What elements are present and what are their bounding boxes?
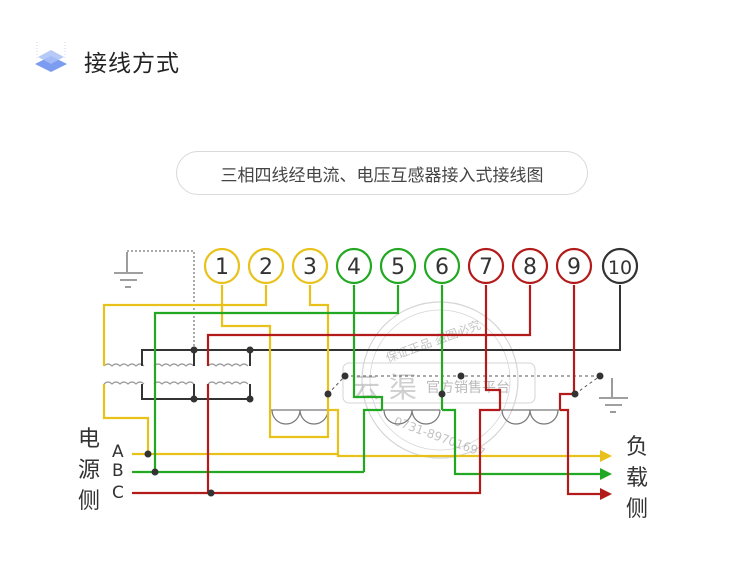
- source-char-3: 侧: [78, 489, 101, 514]
- terminal-label-4: 4: [347, 255, 361, 280]
- terminal-7: [467, 247, 505, 285]
- arrow-c: [600, 488, 612, 500]
- terminal-label-1: 1: [215, 255, 229, 280]
- source-char-1: 电: [78, 427, 101, 452]
- phase-label-c: C: [112, 483, 124, 503]
- phase-a-wires: [102, 285, 600, 458]
- terminal-8: [511, 247, 549, 285]
- terminal-5: [379, 247, 417, 285]
- terminal-label-3: 3: [303, 255, 317, 280]
- terminal-label-10: 10: [608, 257, 632, 279]
- phase-label-a: A: [112, 442, 124, 462]
- load-char-3: 侧: [626, 497, 649, 522]
- terminal-4: [335, 247, 373, 285]
- load-char-2: 载: [626, 466, 649, 491]
- watermark: [342, 301, 536, 459]
- load-side-label: 负 载 侧: [626, 432, 648, 525]
- phase-b-wires: [132, 285, 600, 476]
- terminal-label-6: 6: [435, 255, 449, 280]
- terminal-10: [601, 247, 639, 285]
- terminal-9: [555, 247, 593, 285]
- terminal-6: [423, 247, 461, 285]
- ct-coils: [270, 409, 560, 425]
- watermark-ring-top: 保证正品 盗图必究: [384, 317, 483, 365]
- layers-icon: [35, 42, 67, 72]
- terminal-label-8: 8: [523, 255, 537, 280]
- pt-coils: [103, 363, 249, 385]
- terminal-label-9: 9: [567, 255, 581, 280]
- arrow-a: [600, 450, 612, 462]
- terminal-1: [203, 247, 241, 285]
- source-side-label: 电 源 侧: [78, 424, 100, 517]
- terminal-label-7: 7: [479, 255, 493, 280]
- junction-dots: [144, 346, 604, 497]
- phase-label-b: B: [112, 461, 124, 481]
- terminal-2: [247, 247, 285, 285]
- watermark-text: 官方销售平台: [426, 380, 510, 396]
- ground-icon-left: [114, 252, 143, 288]
- terminal-label-5: 5: [391, 255, 405, 280]
- load-char-1: 负: [626, 435, 649, 460]
- ground-icon-right: [599, 378, 628, 413]
- phase-c-wires: [132, 285, 600, 496]
- terminal-group: 1 2 3 4 5 6 7 8 9 10: [203, 247, 639, 285]
- terminal-label-2: 2: [259, 255, 273, 280]
- arrow-b: [600, 468, 612, 480]
- diagram-title: 三相四线经电流、电压互感器接入式接线图: [176, 151, 588, 195]
- source-char-2: 源: [78, 458, 101, 483]
- header-icon-wrap: [34, 38, 70, 78]
- section-title: 接线方式: [84, 51, 180, 77]
- terminal-3: [291, 247, 329, 285]
- ground-dotted-wire: [127, 250, 195, 351]
